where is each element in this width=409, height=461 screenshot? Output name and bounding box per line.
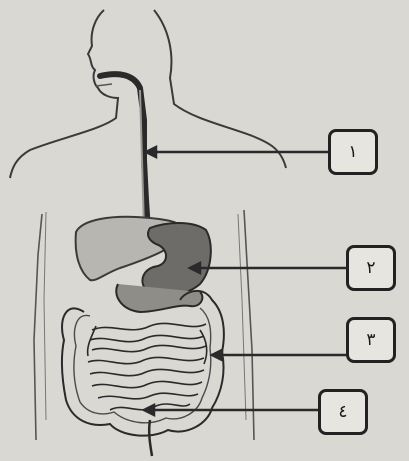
body-outline-right [154, 10, 286, 168]
chin-line [96, 84, 112, 86]
large-intestine-inner [74, 308, 211, 423]
arrowhead-4 [144, 405, 154, 415]
stomach [142, 223, 210, 296]
torso-left-line-2 [44, 212, 46, 420]
body-outline [10, 10, 118, 178]
label-box-3: ٣ [346, 317, 396, 363]
torso-right-line-2 [238, 214, 246, 420]
rectum [149, 420, 152, 456]
arrowhead-1 [146, 147, 156, 157]
torso-left-line [34, 214, 42, 440]
label-box-4: ٤ [318, 389, 368, 435]
small-intestine [88, 323, 207, 410]
arrowhead-3 [212, 350, 222, 360]
label-box-2: ٢ [346, 245, 396, 291]
label-box-1: ١ [328, 129, 378, 175]
